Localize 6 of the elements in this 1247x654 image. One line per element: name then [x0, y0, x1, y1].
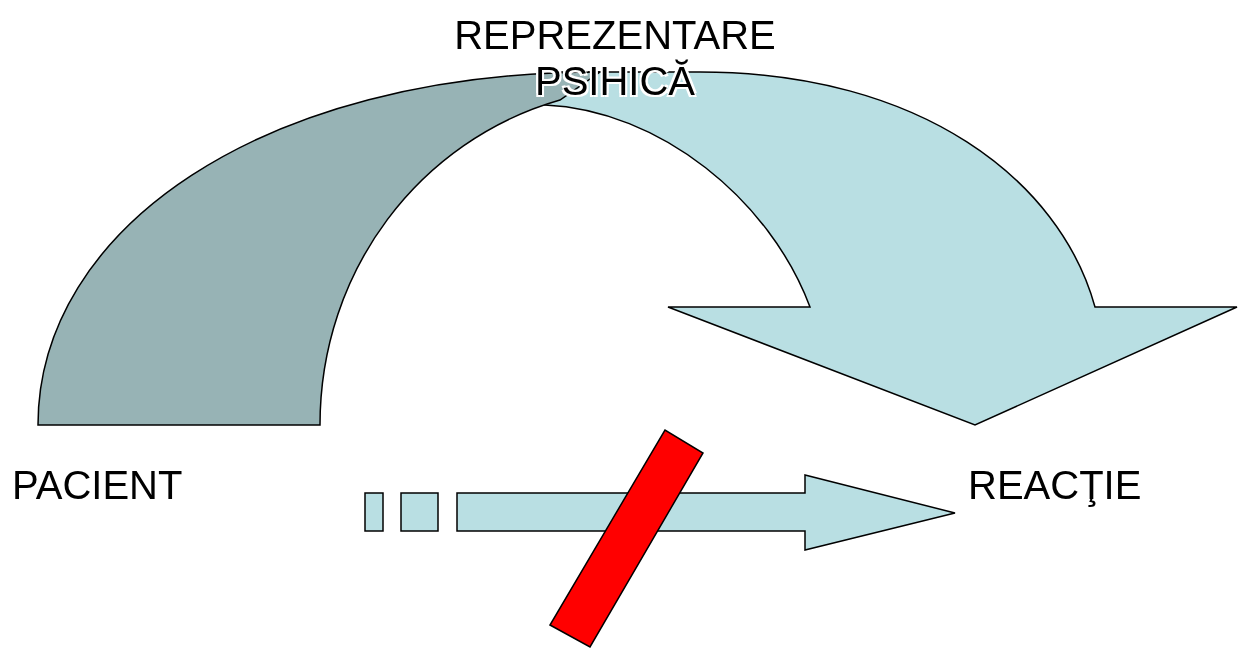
block-arrow [37, 71, 601, 426]
block-arrow [364, 474, 956, 551]
node-label: REACŢIE [968, 462, 1188, 508]
block-arrow [544, 71, 1238, 426]
node-label: PACIENT [12, 462, 222, 508]
blocked-bar [548, 428, 704, 648]
